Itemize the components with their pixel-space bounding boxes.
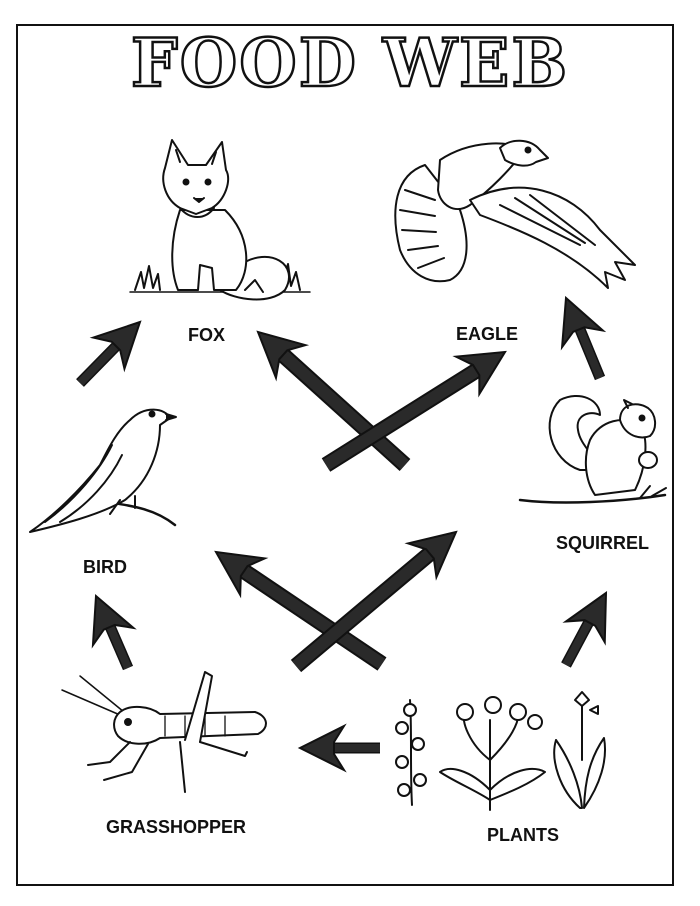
bird-illustration <box>29 408 177 533</box>
label-bird: BIRD <box>83 557 127 577</box>
label-squirrel: SQUIRREL <box>556 533 650 553</box>
arrow-bird-to-eagle <box>321 332 518 472</box>
label-plants: PLANTS <box>487 825 559 845</box>
arrow-grasshopper-to-bird <box>74 586 135 671</box>
plants-illustration <box>395 691 606 811</box>
arrow-plants-to-bird <box>202 532 387 671</box>
arrow-plants-to-squirrel <box>561 581 627 668</box>
label-fox: FOX <box>188 325 226 345</box>
fox-illustration <box>129 139 311 301</box>
label-grasshopper: GRASSHOPPER <box>106 817 247 837</box>
arrow-plants-to-squirrel-cross <box>290 514 472 673</box>
arrow-bird-to-fox <box>76 305 157 387</box>
squirrel-illustration <box>518 395 667 504</box>
label-eagle: EAGLE <box>456 324 519 344</box>
eagle-illustration <box>394 139 636 289</box>
grasshopper-illustration <box>61 671 267 793</box>
arrow-plants-to-grasshopper <box>299 725 380 771</box>
page-title: FOOD WEB <box>130 24 570 102</box>
arrow-squirrel-to-eagle <box>544 288 606 381</box>
arrow-squirrel-to-fox <box>242 314 411 471</box>
